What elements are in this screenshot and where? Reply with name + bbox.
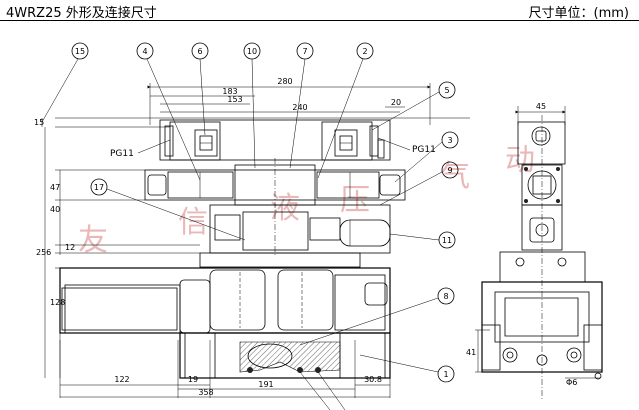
drawing-title: 4WRZ25 外形及连接尺寸: [6, 6, 157, 21]
watermark-char: 信: [178, 205, 208, 240]
header-rule: [0, 20, 639, 21]
dim-40: 40: [50, 205, 60, 214]
front-view: [55, 117, 470, 398]
dim-280: 280: [277, 77, 292, 86]
dim-358: 358: [198, 388, 213, 397]
dim-122: 122: [114, 375, 129, 384]
dim-153: 153: [227, 95, 242, 104]
dim-30-8: 30.8: [364, 375, 382, 384]
callout-10: 10: [247, 47, 257, 56]
callout-4: 4: [142, 47, 147, 56]
watermark-char: 压: [340, 183, 370, 218]
dim-20: 20: [391, 98, 401, 107]
front-dimensions: 280 183 153 240 20 15 47 40 256 12 128 1…: [34, 77, 431, 398]
dim-128: 128: [50, 298, 65, 307]
pg-label-right: PG11: [412, 145, 436, 155]
dim-183: 183: [222, 87, 237, 96]
dim-19: 19: [188, 375, 198, 384]
watermark: 友 信 液 压 气 动: [78, 143, 535, 258]
callout-6: 6: [197, 47, 202, 56]
callout-7: 7: [302, 47, 307, 56]
dim-240: 240: [292, 103, 307, 112]
amplifier-body: [159, 119, 391, 161]
unit-label: 尺寸单位：(mm): [528, 6, 629, 21]
dim-12: 12: [65, 243, 75, 252]
side-view: 45 41: [466, 102, 603, 400]
pg-label-left: PG11: [110, 149, 134, 159]
dim-256: 256: [36, 248, 51, 257]
callout-5: 5: [444, 86, 449, 95]
callout-8: 8: [443, 292, 448, 301]
main-valve-body: [59, 267, 391, 334]
dim-47: 47: [50, 183, 60, 192]
callout-17: 17: [94, 183, 104, 192]
watermark-char: 友: [78, 223, 108, 258]
callout-1: 1: [443, 370, 448, 379]
callout-9: 9: [447, 166, 452, 175]
dim-phi6: Φ6: [566, 378, 577, 387]
dim-41: 41: [466, 348, 476, 357]
callouts: 15 4 6 10 7 2 5 3 9 17: [41, 42, 459, 410]
callout-2: 2: [362, 47, 367, 56]
callout-15: 15: [75, 47, 85, 56]
header: 4WRZ25 外形及连接尺寸 尺寸单位：(mm): [0, 0, 639, 22]
watermark-char: 液: [270, 191, 300, 226]
dim-191: 191: [258, 380, 273, 389]
watermark-char: 动: [505, 143, 535, 178]
dim-15: 15: [34, 118, 44, 127]
callout-3: 3: [447, 136, 452, 145]
dim-45: 45: [536, 102, 546, 111]
callout-11: 11: [442, 236, 452, 245]
